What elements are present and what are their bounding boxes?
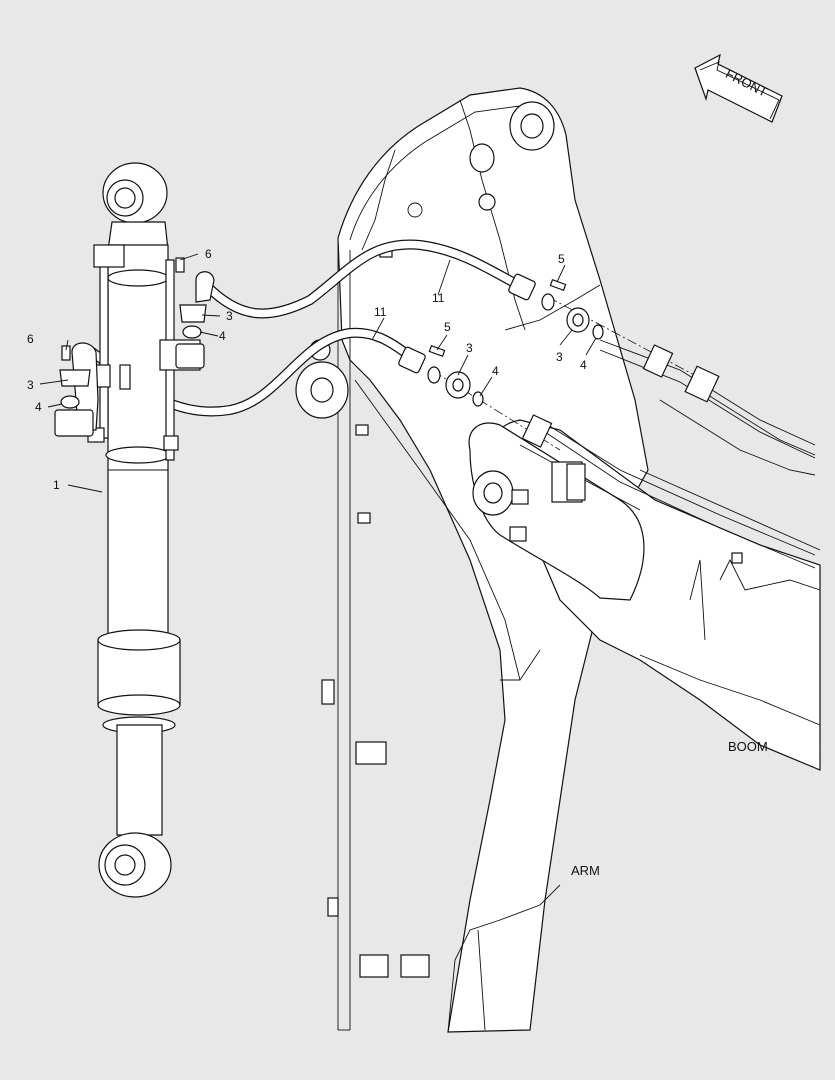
- callout-3: 3: [226, 309, 233, 323]
- front-direction-arrow: FRONT: [694, 53, 783, 123]
- boom-label: BOOM: [728, 739, 768, 754]
- callout-labels: 1 3 3 3 3 4 4 4 4 5 5 6 6 11 11: [27, 247, 587, 492]
- arm-label: ARM: [571, 863, 600, 878]
- pipe-centerlines: [432, 296, 816, 569]
- callout-4: 4: [492, 364, 499, 378]
- callout-4: 4: [219, 329, 226, 343]
- callout-1: 1: [53, 478, 60, 492]
- callout-11: 11: [374, 305, 387, 319]
- callout-3: 3: [466, 341, 473, 355]
- callout-6: 6: [205, 247, 212, 261]
- split-flange-set-right: [428, 279, 604, 407]
- callout-3: 3: [27, 378, 34, 392]
- callout-3: 3: [556, 350, 563, 364]
- callout-4: 4: [580, 358, 587, 372]
- callout-11: 11: [432, 291, 445, 305]
- callout-4: 4: [35, 400, 42, 414]
- callout-5: 5: [558, 252, 565, 266]
- callout-5: 5: [444, 320, 451, 334]
- callout-6: 6: [27, 332, 34, 346]
- boom-arm-structure: [295, 87, 821, 1033]
- hydraulic-cylinder: [54, 162, 215, 898]
- callout-leaders: [39, 253, 597, 493]
